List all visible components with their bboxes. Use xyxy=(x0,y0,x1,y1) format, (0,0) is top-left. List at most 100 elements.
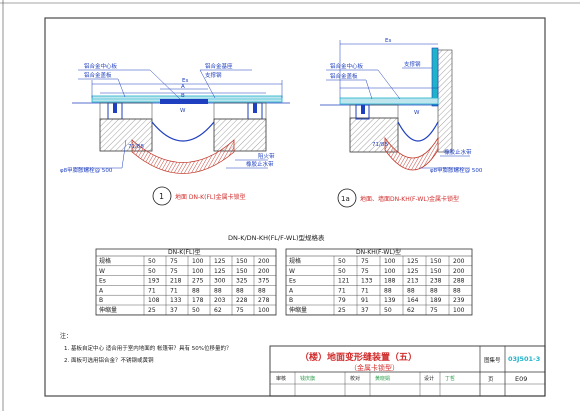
table-cell: A xyxy=(99,287,104,294)
table-cell: 108 xyxy=(148,297,160,304)
table-2-title: DN-KH(F-WL)型 xyxy=(356,248,401,256)
table-cell: 伸缩量 xyxy=(289,306,307,314)
table-cell: 200 xyxy=(258,268,270,275)
table-cell: 75 xyxy=(170,268,178,275)
label-center-plate-1a: 铝合金中心板 xyxy=(330,62,364,70)
concrete-right xyxy=(213,118,267,152)
page-label: 页 xyxy=(488,376,494,383)
table-cell: 50 xyxy=(338,258,346,265)
table-cell: 50 xyxy=(192,307,200,314)
table-cell: 100 xyxy=(453,307,465,314)
label-cover-plate: 铝合金盖板 xyxy=(84,71,112,79)
sig-label-check: 校对 xyxy=(350,375,360,382)
detail-1a-caption: 地面、墙面DN-KH(F-WL)金属卡锁型 xyxy=(360,195,459,203)
sig-name-check: 黄晓娟 xyxy=(375,375,390,382)
spec-table-title: DN-K/DN-KH(FL/F-WL)型规格表 xyxy=(228,233,325,242)
table-cell: 228 xyxy=(236,297,248,304)
title-sub: （金属卡锁型） xyxy=(350,363,399,372)
table-cell: 133 xyxy=(361,278,373,285)
waterstop-band-1a xyxy=(397,121,439,142)
table-cell: 88 xyxy=(453,287,461,294)
table-cell: 300 xyxy=(214,278,226,285)
table-cell: 37 xyxy=(170,307,178,314)
atlas-number: 03J501-3 xyxy=(508,355,540,363)
table-cell: 125 xyxy=(214,258,226,265)
table-cell: 88 xyxy=(384,287,392,294)
table-cell: 178 xyxy=(192,297,204,304)
dim-gap: 71/88 xyxy=(128,144,144,150)
table-cell: 200 xyxy=(258,258,270,265)
waterstop-band xyxy=(151,121,215,142)
dim-a: A xyxy=(181,84,185,90)
table-cell: 88 xyxy=(214,287,222,294)
table-cell: W xyxy=(289,268,295,275)
table-cell: 125 xyxy=(407,268,419,275)
table-cell: 150 xyxy=(430,258,442,265)
table-cell: 50 xyxy=(384,307,392,314)
table-cell: 100 xyxy=(192,258,204,265)
table-1-title: DN-K(FL)型 xyxy=(168,248,201,256)
dim-es-1a: Es xyxy=(385,38,391,44)
table-cell: 325 xyxy=(236,278,248,285)
dim-gap-1a: 71/88 xyxy=(372,142,388,148)
table-cell: 100 xyxy=(384,268,396,275)
table-cell: Es xyxy=(99,278,106,285)
table-cell: 50 xyxy=(148,268,156,275)
label-base: 铝合金基座 xyxy=(205,62,233,70)
label-fire-barrier: 阻火带 xyxy=(258,152,275,160)
cover-plate-1a xyxy=(339,97,439,105)
table-cell: 75 xyxy=(430,307,438,314)
table-cell: B xyxy=(289,297,293,304)
table-cell: 150 xyxy=(236,258,248,265)
detail-1-number-circle xyxy=(152,186,172,206)
fire-barrier-1a xyxy=(384,136,439,171)
title-block: （楼）地面变形缝装置（五） （金属卡锁型） 图集号 03J501-3 页 E09… xyxy=(269,345,546,397)
dim-b: B xyxy=(181,93,185,99)
table-cell: 75 xyxy=(236,307,244,314)
table-cell: 275 xyxy=(192,278,204,285)
table-cell: 218 xyxy=(170,278,182,285)
table-cell: 150 xyxy=(430,268,442,275)
center-plate xyxy=(160,99,208,104)
sig-name-review: 钱庆旗 xyxy=(300,375,315,382)
table-cell: 278 xyxy=(258,297,270,304)
table-cell: 25 xyxy=(338,307,346,314)
fire-barrier xyxy=(131,139,235,174)
table-cell: 88 xyxy=(192,287,200,294)
table-cell: 189 xyxy=(430,297,442,304)
table-cell: 139 xyxy=(384,297,396,304)
sheet-frame xyxy=(44,17,546,397)
table-cell: 75 xyxy=(361,268,369,275)
table-cell: 188 xyxy=(384,278,396,285)
table-cell: 71 xyxy=(148,287,156,294)
table-cell: 50 xyxy=(338,268,346,275)
table-cell: 62 xyxy=(214,307,222,314)
table-cell: 25 xyxy=(148,307,156,314)
table-cell: 200 xyxy=(453,268,465,275)
table-cell: 288 xyxy=(453,278,465,285)
detail-1a-number-circle xyxy=(337,188,357,208)
table-cell: 71 xyxy=(170,287,178,294)
atlas-label: 图集号 xyxy=(484,356,501,364)
table-cell: 规格 xyxy=(99,257,111,265)
table-cell: 100 xyxy=(258,307,270,314)
table-cell: 238 xyxy=(430,278,442,285)
table-cell: A xyxy=(289,287,294,294)
label-anchor: 支撑钢 xyxy=(205,71,222,79)
table-cell: W xyxy=(99,268,105,275)
label-bolt-1a: φ8甲膨胀螺栓@ 500 xyxy=(430,166,483,174)
sig-label-design: 设计 xyxy=(424,375,434,382)
table-cell: 121 xyxy=(338,278,350,285)
label-waterstop: 橡胶止水带 xyxy=(246,160,274,168)
label-bolt: φ8甲膨胀螺栓@ 500 xyxy=(60,166,113,174)
label-waterstop-1a: 橡胶止水带 xyxy=(444,148,472,156)
notes-line-1: 1. 基板自定中心 适合用于室内地面的 帐篷带？具有 50%位移量的？ xyxy=(64,344,231,352)
table-cell: 62 xyxy=(407,307,415,314)
table-cell: 164 xyxy=(407,297,419,304)
table-cell: Es xyxy=(289,278,296,285)
table-cell: 125 xyxy=(214,268,226,275)
detail-1a-section: Es 铝合金中心板 铝合金盖板 支撑钢 71/88 W 橡胶止水带 φ8甲膨胀螺… xyxy=(320,38,483,208)
detail-1a-number: 1a xyxy=(341,195,350,203)
